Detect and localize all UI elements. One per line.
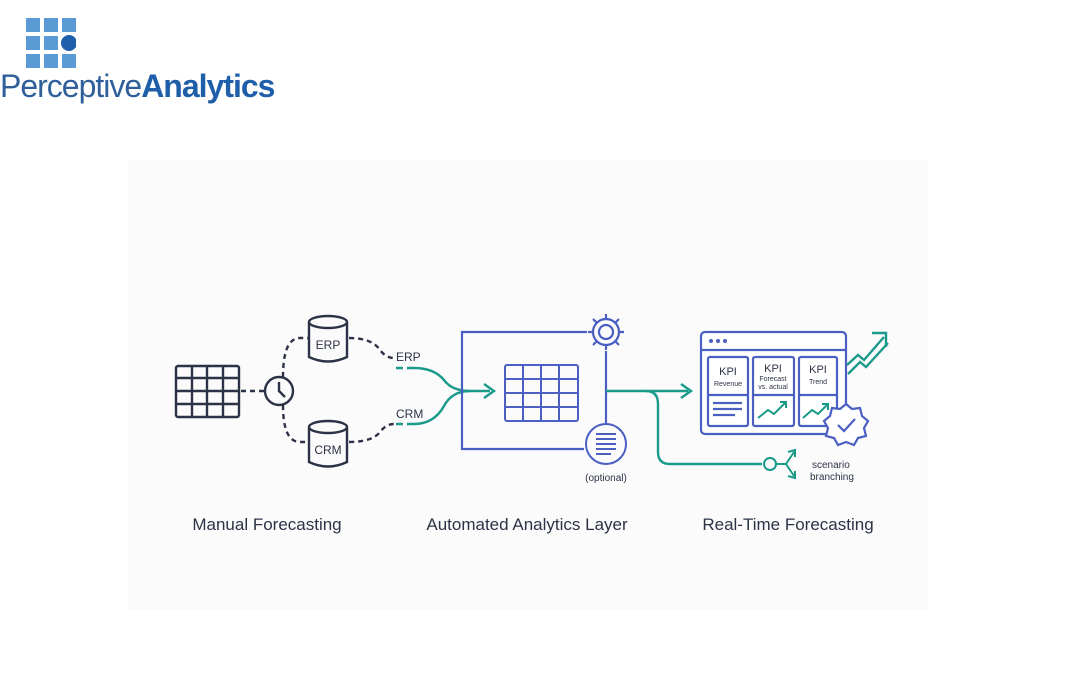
kpi-2-sub-line1: Forecast (759, 376, 786, 383)
logo-grid-icon (26, 18, 76, 68)
automated-erp-label: ERP (396, 350, 421, 364)
automated-crm-label: CRM (396, 407, 423, 421)
connector-to-erp (281, 336, 310, 378)
realtime-caption: Real-Time Forecasting (702, 515, 873, 534)
connector-crm-out (348, 422, 395, 444)
teal-input-erp (413, 366, 490, 393)
growth-arrow-icon (846, 331, 889, 375)
kpi-2-sub-line2: vs. actual (758, 384, 788, 391)
teal-scenario-line (645, 389, 762, 466)
erp-db-label: ERP (316, 338, 341, 352)
erp-database-icon (307, 314, 349, 363)
trend-up-icon (802, 403, 829, 419)
realtime-stage (699, 330, 889, 480)
scenario-label-line2: branching (810, 472, 854, 483)
connector-erp-out (348, 336, 395, 360)
analytics-layer-box (460, 330, 587, 451)
brand-name-bold: Analytics (141, 68, 275, 104)
brand-logo: PerceptiveAnalytics (0, 0, 275, 110)
brand-name: PerceptiveAnalytics (0, 68, 275, 105)
kpi-2-title: KPI (764, 363, 782, 375)
teal-input-crm (413, 389, 471, 426)
gear-icon (588, 314, 624, 350)
spreadsheet-icon (174, 364, 241, 419)
branching-icon (763, 448, 796, 480)
brand-name-light: Perceptive (0, 68, 142, 104)
kpi-3-sub: Trend (809, 379, 827, 386)
dashboard-window (699, 330, 848, 436)
automated-caption: Automated Analytics Layer (426, 515, 628, 534)
scenario-label-line1: scenario (812, 460, 850, 471)
automated-stage (396, 314, 762, 466)
teal-arrow-head (483, 383, 497, 399)
crm-database-icon (307, 419, 349, 468)
crm-db-label: CRM (314, 443, 341, 457)
clock-icon (263, 375, 295, 407)
connector-to-crm (281, 404, 310, 444)
analytics-table-icon (504, 364, 579, 422)
kpi-1-sub: Revenue (714, 381, 742, 388)
manual-caption: Manual Forecasting (192, 515, 341, 534)
document-icon (585, 423, 627, 465)
manual-forecasting-stage (174, 314, 395, 468)
kpi-3-title: KPI (809, 364, 827, 376)
trend-up-icon (757, 401, 787, 419)
kpi-1-title: KPI (719, 366, 737, 378)
verified-badge-icon (822, 402, 870, 447)
optional-label: (optional) (585, 473, 627, 484)
